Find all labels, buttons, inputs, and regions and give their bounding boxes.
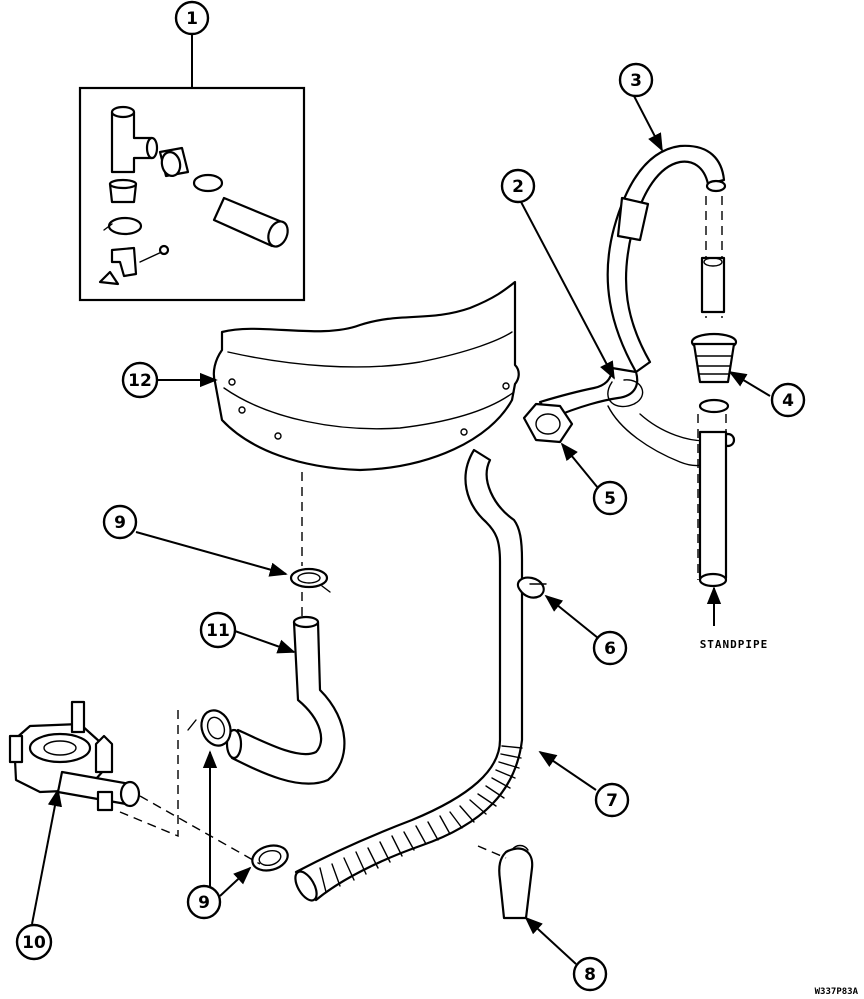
outer-tub-part-12	[212, 280, 520, 472]
gooseneck-hose-part-3	[606, 144, 727, 374]
callout-8: 8	[572, 956, 608, 992]
drawing-code-label: W337P83A	[815, 987, 859, 997]
callout-2: 2	[500, 168, 536, 204]
standpipe-adapter-part-4	[690, 332, 738, 414]
svg-text:10: 10	[22, 933, 46, 953]
callout-5: 5	[592, 480, 628, 516]
svg-text:2: 2	[512, 177, 524, 197]
hose-clamp-middle	[187, 709, 232, 747]
callout-12: 12	[121, 361, 159, 399]
hose-clamp-lower	[243, 844, 289, 879]
callout-11: 11	[199, 611, 237, 649]
standpipe-pipe-upper	[700, 256, 726, 314]
hose-bracket-part-8	[498, 844, 534, 920]
corrugation-rings	[319, 745, 523, 893]
svg-text:9: 9	[114, 513, 126, 533]
svg-text:5: 5	[604, 489, 616, 509]
callout-3: 3	[618, 62, 654, 98]
hose-clamp-upper	[289, 567, 331, 593]
callout-4: 4	[770, 382, 806, 418]
callout-6: 6	[592, 630, 628, 666]
svg-text:8: 8	[584, 965, 596, 985]
callout-9-upper: 9	[102, 504, 138, 540]
svg-text:11: 11	[206, 621, 230, 641]
callout-10: 10	[15, 923, 53, 961]
callout-1: 1	[174, 0, 210, 36]
hex-nut-part-5	[522, 402, 574, 444]
callout-7: 7	[594, 782, 630, 818]
drain-kit-inset	[78, 86, 306, 302]
drain-hose-part-7	[294, 448, 524, 902]
svg-text:7: 7	[606, 791, 618, 811]
svg-text:4: 4	[782, 391, 794, 411]
svg-text:6: 6	[604, 639, 616, 659]
svg-text:3: 3	[630, 71, 642, 91]
callout-9-lower: 9	[186, 884, 222, 920]
tub-hose-part-11	[225, 615, 346, 785]
svg-text:12: 12	[128, 371, 152, 391]
svg-text:9: 9	[198, 893, 210, 913]
standpipe-label: STANDPIPE	[700, 638, 769, 651]
pump-part-10	[8, 700, 141, 812]
hose-clip-part-6	[516, 576, 547, 599]
standpipe-pipe-lower	[698, 430, 728, 588]
svg-text:1: 1	[186, 9, 198, 29]
